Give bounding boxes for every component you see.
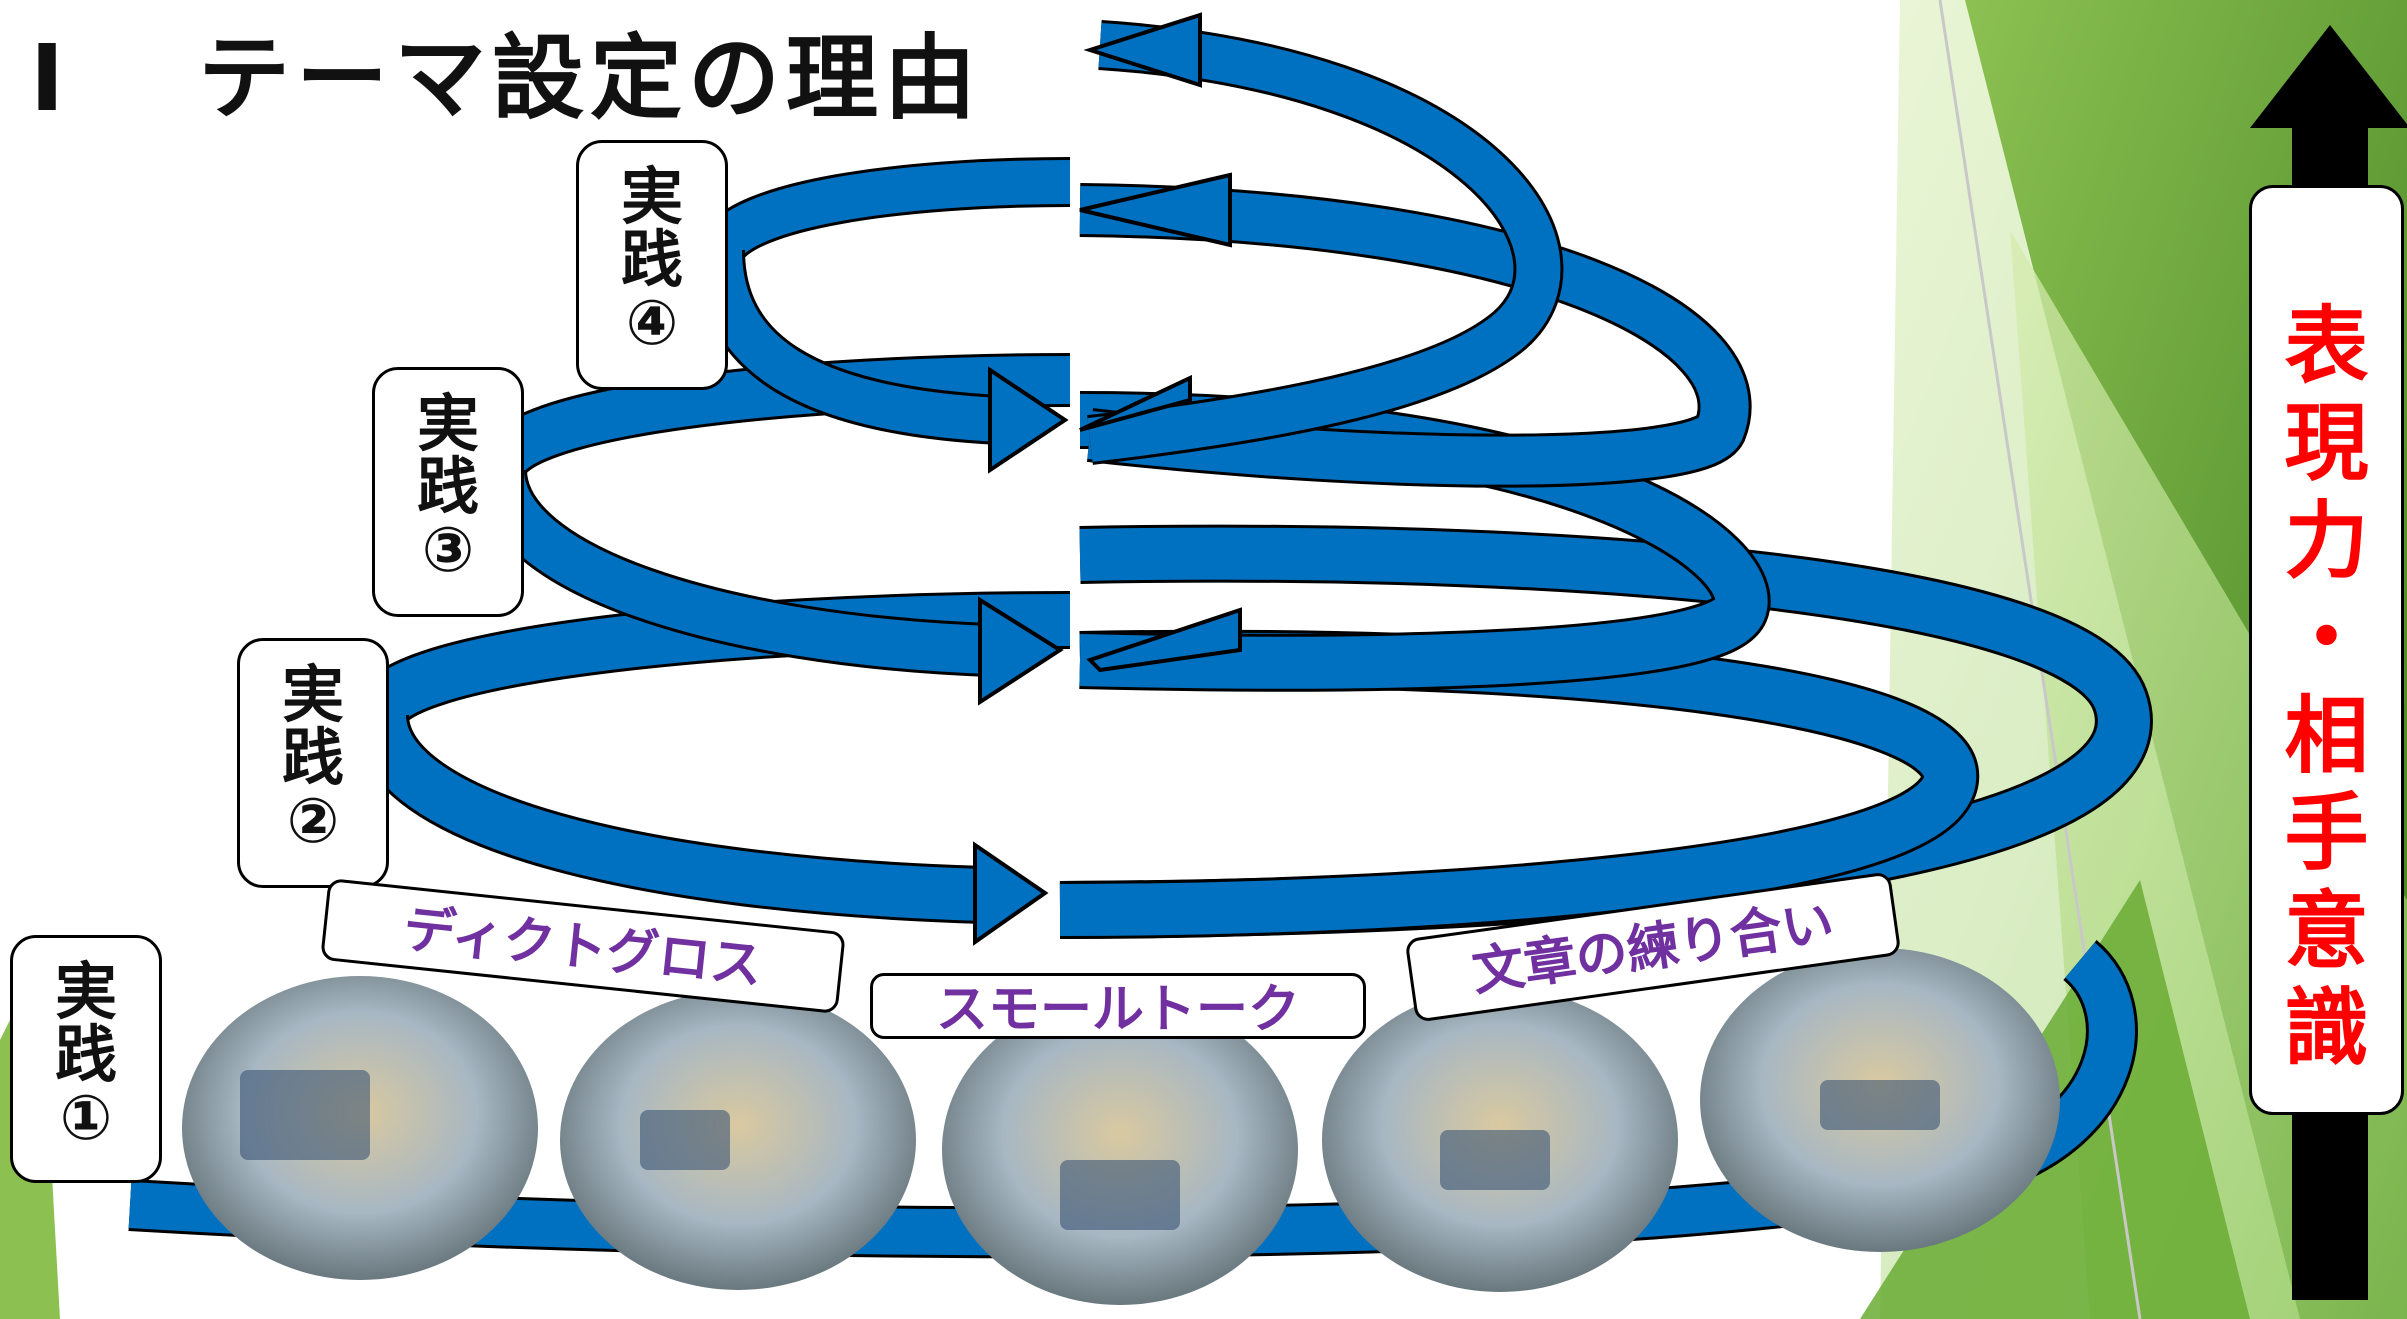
goal-char-7: 意 <box>2284 881 2369 980</box>
practice-3-line-2: 践 <box>416 450 479 524</box>
goal-char-8: 識 <box>2284 979 2369 1078</box>
activity-label-small-talk: スモールトーク <box>870 973 1366 1039</box>
spiral-loops-back <box>351 20 2153 939</box>
goal-char-4: ・ <box>2284 589 2369 688</box>
practice-2-line-2: 践 <box>281 721 344 795</box>
classroom-tablets-photo <box>560 990 916 1290</box>
practice-2-line-1: 実 <box>281 658 344 731</box>
practice-3-line-3: ③ <box>421 513 475 587</box>
practice-box-1: 実 践 ① <box>10 935 162 1183</box>
goal-box: 表 現 力 ・ 相 手 意 識 <box>2249 185 2404 1115</box>
slide-title: Ⅰ テーマ設定の理由 <box>30 4 982 137</box>
practice-box-2: 実 践 ② <box>237 638 389 888</box>
goal-char-5: 相 <box>2284 686 2369 785</box>
practice-box-3: 実 践 ③ <box>372 367 524 617</box>
title-text: テーマ設定の理由 <box>198 25 983 132</box>
spiral-arrowheads <box>973 12 1242 946</box>
practice-1-line-1: 実 <box>54 955 117 1028</box>
practice-4-line-3: ④ <box>625 286 679 360</box>
goal-char-2: 現 <box>2284 394 2369 493</box>
classroom-worksheet-photo <box>942 995 1298 1305</box>
practice-4-line-1: 実 <box>620 160 683 233</box>
practice-3-line-1: 実 <box>416 387 479 460</box>
goal-char-1: 表 <box>2284 297 2369 395</box>
practice-box-4: 実 践 ④ <box>576 140 728 390</box>
practice-2-line-3: ② <box>286 784 340 858</box>
practice-1-line-2: 践 <box>54 1018 117 1092</box>
goal-char-6: 手 <box>2284 784 2369 883</box>
goal-char-3: 力 <box>2284 491 2369 590</box>
practice-1-line-3: ① <box>59 1081 113 1155</box>
practice-4-line-2: 践 <box>620 223 683 297</box>
photo-strip <box>182 948 2060 1305</box>
title-number: Ⅰ <box>30 25 71 132</box>
